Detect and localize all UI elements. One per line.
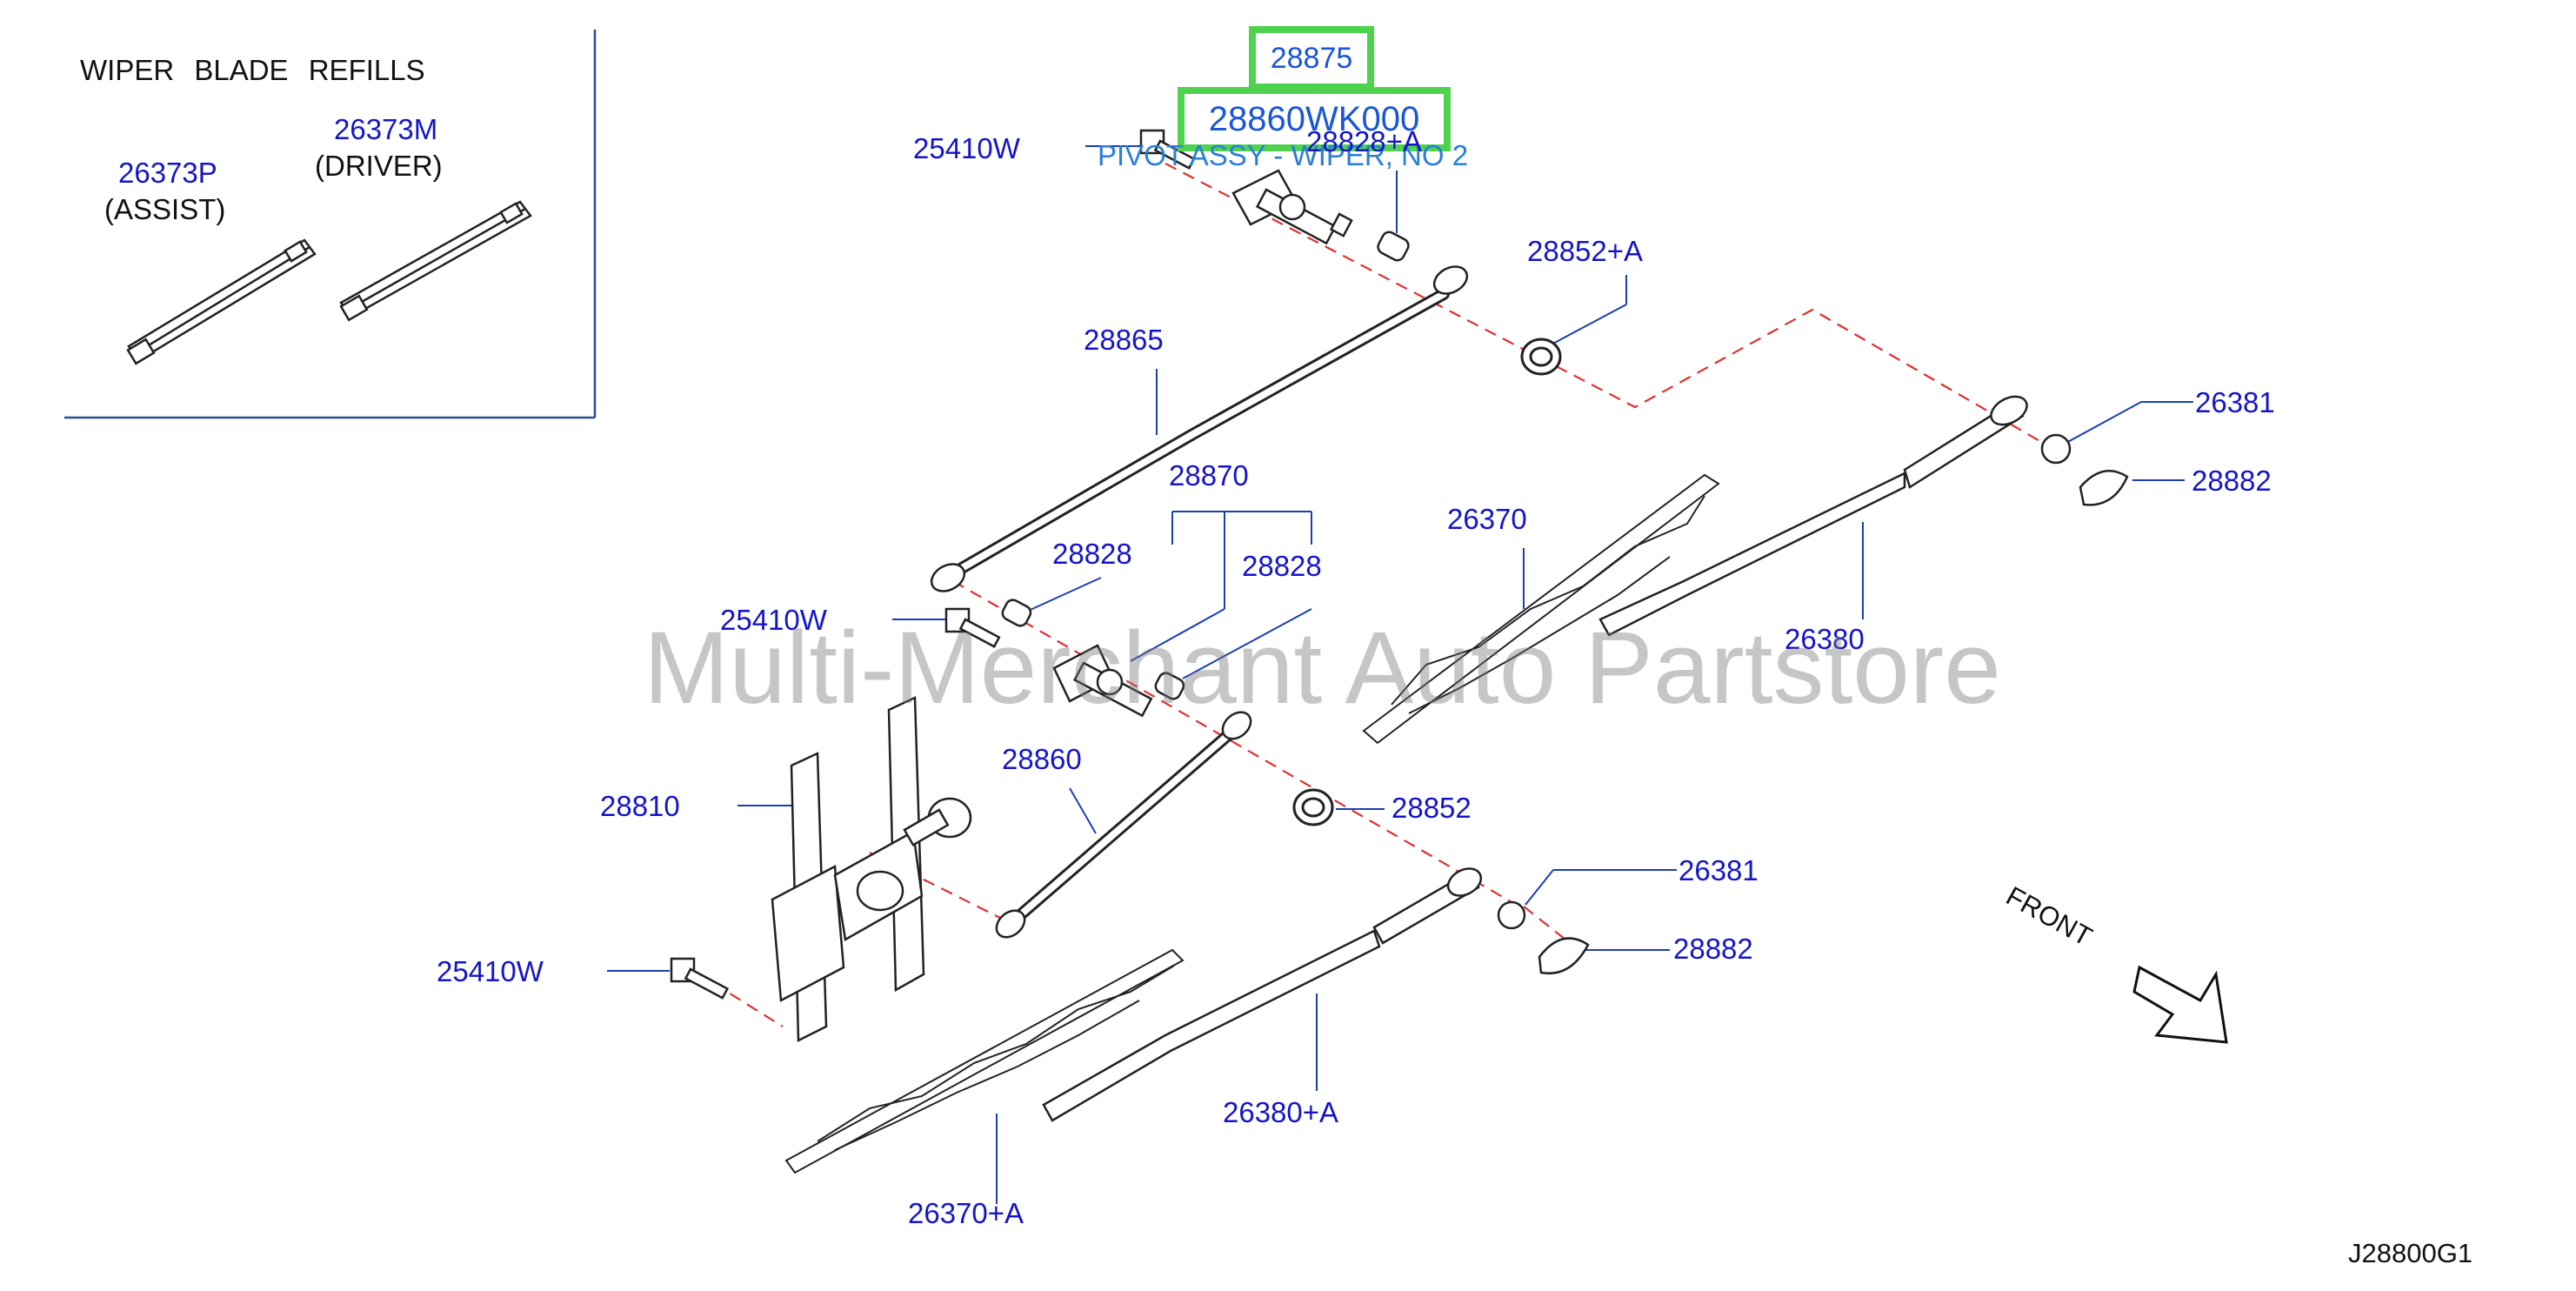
diagram-code: J28800G1 xyxy=(2348,1238,2473,1268)
refill-assist-label: (ASSIST) xyxy=(104,193,226,225)
callout-28828-left[interactable]: 28828 xyxy=(1052,538,1132,570)
callout-26381-lower[interactable]: 26381 xyxy=(1678,854,1758,886)
highlighted-part-28875[interactable]: 28875 xyxy=(1249,26,1374,90)
refill-inset-border xyxy=(64,30,597,419)
callout-28852a[interactable]: 28852+A xyxy=(1527,235,1644,267)
callout-26381-upper[interactable]: 26381 xyxy=(2195,386,2275,418)
bushing-lower-right[interactable] xyxy=(1153,671,1186,701)
callout-28860[interactable]: 28860 xyxy=(1002,743,1082,775)
nut-26381-upper[interactable] xyxy=(2040,433,2072,465)
cap-28882-upper[interactable] xyxy=(2079,470,2129,506)
callout-25410w-top[interactable]: 25410W xyxy=(913,132,1020,164)
wiper-blade-26370[interactable] xyxy=(1362,473,1720,745)
callout-26380[interactable]: 26380 xyxy=(1785,623,1865,655)
callout-28882-lower[interactable]: 28882 xyxy=(1673,933,1753,965)
highlighted-part-number[interactable]: 28860WK000 xyxy=(1178,87,1451,151)
front-arrow-icon xyxy=(2132,965,2228,1044)
callout-28882-upper[interactable]: 28882 xyxy=(2192,465,2272,497)
callout-28810[interactable]: 28810 xyxy=(600,790,680,822)
wiper-motor-bracket[interactable] xyxy=(771,696,972,1042)
bolt-bracket[interactable] xyxy=(670,957,730,1000)
highlighted-part-description[interactable]: PIVOT ASSY - WIPER, NO 2 xyxy=(1098,139,1469,171)
refill-driver-part-number[interactable]: 26373M xyxy=(334,113,438,145)
refill-driver-label: (DRIVER) xyxy=(315,150,443,182)
refill-section-title: WIPER BLADE REFILLS xyxy=(80,54,425,86)
grommet-lower[interactable] xyxy=(1292,788,1334,826)
pivot-assy-lower[interactable] xyxy=(1052,644,1153,718)
callout-leader-lines xyxy=(607,145,2193,1204)
refill-assist-part-number[interactable]: 26373P xyxy=(118,157,217,189)
bushing-upper[interactable] xyxy=(1376,230,1411,263)
refill-strip-assist[interactable] xyxy=(126,238,317,365)
refill-strip-driver[interactable] xyxy=(339,200,532,322)
callout-28870[interactable]: 28870 xyxy=(1169,459,1249,492)
wiper-arm-26380[interactable] xyxy=(1598,391,2032,637)
bolt-upper[interactable] xyxy=(1139,129,1196,170)
callout-28828-right[interactable]: 28828 xyxy=(1242,550,1322,582)
bushing-lower-left[interactable] xyxy=(1000,598,1033,628)
callout-25410w-bottom[interactable]: 25410W xyxy=(437,955,544,987)
callout-28865[interactable]: 28865 xyxy=(1084,324,1164,356)
cap-28882-lower[interactable] xyxy=(1538,937,1590,975)
pivot-assy-upper[interactable] xyxy=(1231,169,1353,245)
callout-26370[interactable]: 26370 xyxy=(1447,503,1527,535)
grommet-upper[interactable] xyxy=(1520,338,1562,376)
link-rod-lower[interactable] xyxy=(991,706,1256,942)
bolt-lower-upper[interactable] xyxy=(944,607,1001,648)
link-rod-upper[interactable] xyxy=(927,261,1472,597)
callout-26370a[interactable]: 26370+A xyxy=(908,1197,1024,1229)
nut-26381-lower[interactable] xyxy=(1497,900,1526,930)
callout-25410w-middle[interactable]: 25410W xyxy=(720,604,827,636)
callout-28828a[interactable]: 28828+A xyxy=(1306,125,1423,157)
callout-28852[interactable]: 28852 xyxy=(1391,792,1472,824)
callout-26380a[interactable]: 26380+A xyxy=(1223,1096,1339,1128)
wiper-blade-26370a[interactable] xyxy=(784,948,1185,1174)
wiper-arm-26380a[interactable] xyxy=(1042,863,1485,1122)
